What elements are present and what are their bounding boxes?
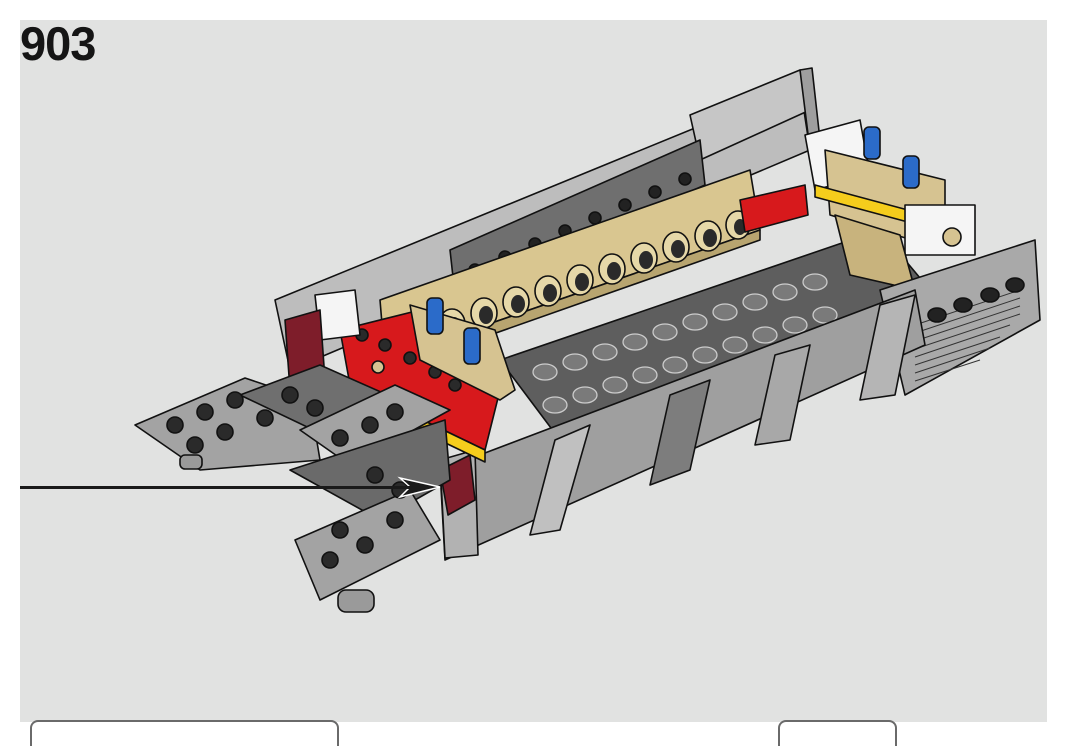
bottom-tab-left xyxy=(30,720,339,746)
callout-arrowhead xyxy=(397,476,441,499)
bottom-tab-right xyxy=(778,720,897,746)
step-number: 903 xyxy=(20,17,96,70)
callout-arrow-line xyxy=(20,486,415,489)
